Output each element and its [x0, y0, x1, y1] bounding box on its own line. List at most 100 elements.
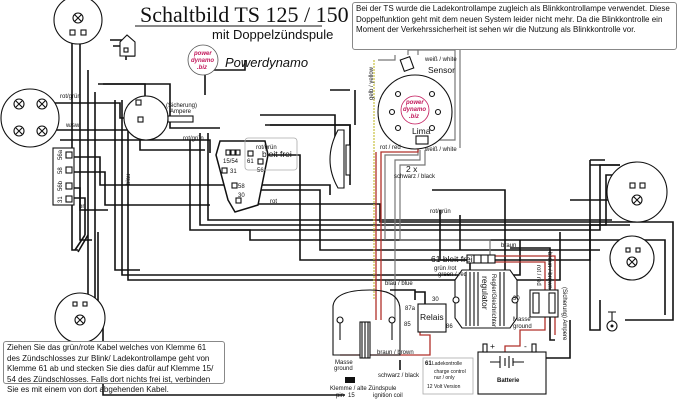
wire-label-braun-brown: braun / brown: [377, 350, 414, 356]
charge-control-note: 61 Ladekontrolle charge control nur / on…: [422, 357, 474, 395]
battery-minus: -: [524, 341, 527, 351]
label-klemme: Klemme /: [330, 386, 356, 392]
relay-terminal-30: 30: [432, 297, 439, 303]
turn-signal-left-rear: [54, 292, 106, 344]
relay: Relais 87a 30 85 86: [404, 297, 453, 333]
wire-label-rot-gruen-4: rot/grün: [430, 209, 451, 215]
lock-terminal-31: 31: [230, 169, 237, 175]
label-charge-control: charge control: [434, 369, 466, 375]
sensor: Sensor: [399, 55, 455, 75]
label-alte-zuendspule: alte Zündspule: [357, 386, 397, 392]
headlight-lamp: [53, 0, 103, 45]
logo-line-1: power: [193, 51, 212, 57]
label-lk-61: 61: [425, 361, 432, 367]
wire-label-rot-red-v: rot / red: [535, 265, 541, 286]
wire-label-weiss-white: weiß / white: [424, 57, 457, 63]
regulator-label-de: Regler/Gleichrichter: [490, 274, 496, 327]
fuse: (Sicherung) Ampere: [166, 103, 197, 123]
handlebar-switch: 56a 58 56b 31: [52, 147, 75, 206]
wire-label-rot-gruen-3: rot/grün: [256, 145, 277, 151]
brake-switch: [119, 34, 136, 57]
wire-label-braun: braun: [501, 243, 516, 249]
wire-label-rot-gruen: rot/grün: [60, 94, 81, 100]
fuse-label: (Sicherung): [166, 103, 197, 109]
powerdynamo-logo: power dynamo .biz: [187, 44, 219, 76]
spare-terminal-box: [244, 137, 298, 171]
lock-terminal-1554: 15/54: [223, 159, 239, 165]
logo-line-3: .biz: [197, 65, 207, 71]
ignition-lock: 15/54 61 56 31 58 30: [215, 140, 269, 213]
note-bottom-left: Ziehen Sie das grün/rote Kabel welches v…: [3, 341, 225, 394]
label-2x: 2 x: [406, 164, 418, 174]
label-pin-15: 15: [348, 393, 355, 399]
regulator: Regler/Gleichrichter regulator: [452, 254, 519, 329]
relay-label: Relais: [420, 312, 444, 322]
pin-15-connector: [345, 377, 355, 383]
wire-label-gruen-rot: grün /rot: [434, 266, 457, 272]
lima-logo-line-1: power: [405, 100, 424, 106]
brand-name: Powerdynamo: [225, 55, 308, 70]
label-ground: ground: [513, 324, 532, 330]
front-lamp-cluster: [0, 88, 60, 148]
wire-harness: [50, 30, 674, 396]
wire-label-rot: rot: [270, 199, 277, 205]
label-nur-only: nur / only: [434, 375, 455, 381]
lock-terminal-58: 58: [238, 184, 245, 190]
regulator-terminal-30: 30: [513, 296, 520, 302]
relay-terminal-86: 86: [446, 324, 453, 330]
lock-terminal-61: 61: [247, 159, 254, 165]
label-ignition-coil: ignition coil: [373, 393, 403, 399]
wire-label-weiss-white-2: weiß / white: [424, 147, 457, 153]
speedometer: [329, 129, 351, 189]
wire-label-schwarz-black: schwarz / black: [394, 174, 436, 180]
battery-label: Batterie: [497, 378, 520, 384]
switch-terminal-56b: 56b: [58, 180, 64, 191]
wire-label-rot-gruen-2: rot/grün: [183, 136, 204, 142]
wire-label-green-red: green / red: [438, 272, 467, 278]
switch-terminal-58: 58: [58, 167, 64, 174]
label-lima: Lima: [412, 126, 431, 136]
note-top-right: Bei der TS wurde die Ladekontrollampe zu…: [352, 2, 677, 50]
ignition-coil: [332, 289, 401, 359]
label-61-bleit-frei: 61 bleit frei: [431, 254, 473, 264]
battery-plus: +: [490, 341, 495, 351]
wire-label-blau-blue: blau / blue: [385, 281, 413, 287]
lima-logo-line-2: dynamo: [403, 107, 426, 113]
switch-terminal-56a: 56a: [58, 149, 64, 160]
rear-lamp-right: [606, 161, 668, 223]
page-title: Schaltbild TS 125 / 150: [140, 2, 349, 27]
wire-label-schwarz-black-2: schwarz / black: [378, 373, 420, 379]
page-subtitle: mit Doppelzündspule: [212, 27, 333, 42]
label-ladekontrolle: Ladekontrolle: [432, 361, 462, 367]
wire-label-rot-red: rot / red: [380, 145, 401, 151]
label-ground-2: ground: [334, 366, 353, 372]
label-masse: Masse: [513, 317, 531, 323]
wire-label-blau: blau: [126, 174, 132, 185]
lima-logo-line-3: .biz: [409, 114, 419, 120]
generator-lima: power dynamo .biz Lima: [377, 74, 453, 150]
fuse-holder: [529, 289, 559, 318]
label-sensor: Sensor: [428, 65, 455, 75]
relay-terminal-85: 85: [404, 322, 411, 328]
wire-label-br: br: [79, 204, 84, 210]
regulator-label: regulator: [480, 276, 490, 310]
lock-terminal-56: 56: [257, 168, 264, 174]
relay-terminal-87a: 87a: [405, 306, 416, 312]
switch-terminal-31: 31: [58, 196, 64, 203]
wire-label-gelb-yellow: gelb / yellow: [369, 66, 375, 100]
brake-light-switch: [606, 311, 618, 332]
logo-line-2: dynamo: [191, 58, 214, 64]
turn-signal-right: [609, 235, 655, 281]
battery: + - Batterie: [477, 341, 547, 395]
wire-label-w-sw: w/sw: [65, 123, 80, 129]
label-12-volt: 12 Volt Version: [427, 384, 461, 390]
wire-label-braun-brown-v: braun / brown: [546, 252, 552, 289]
fuse-ampere-label: Ampere: [170, 109, 192, 115]
label-pin: pin: [336, 393, 344, 399]
horn: [123, 95, 169, 141]
label-bleit-frei: bleit frei: [262, 149, 292, 159]
fuse-ampere-label-right: (Sicherung) Ampere: [561, 287, 567, 341]
lock-terminal-30: 30: [238, 193, 245, 199]
label-masse-2: Masse: [335, 360, 353, 366]
